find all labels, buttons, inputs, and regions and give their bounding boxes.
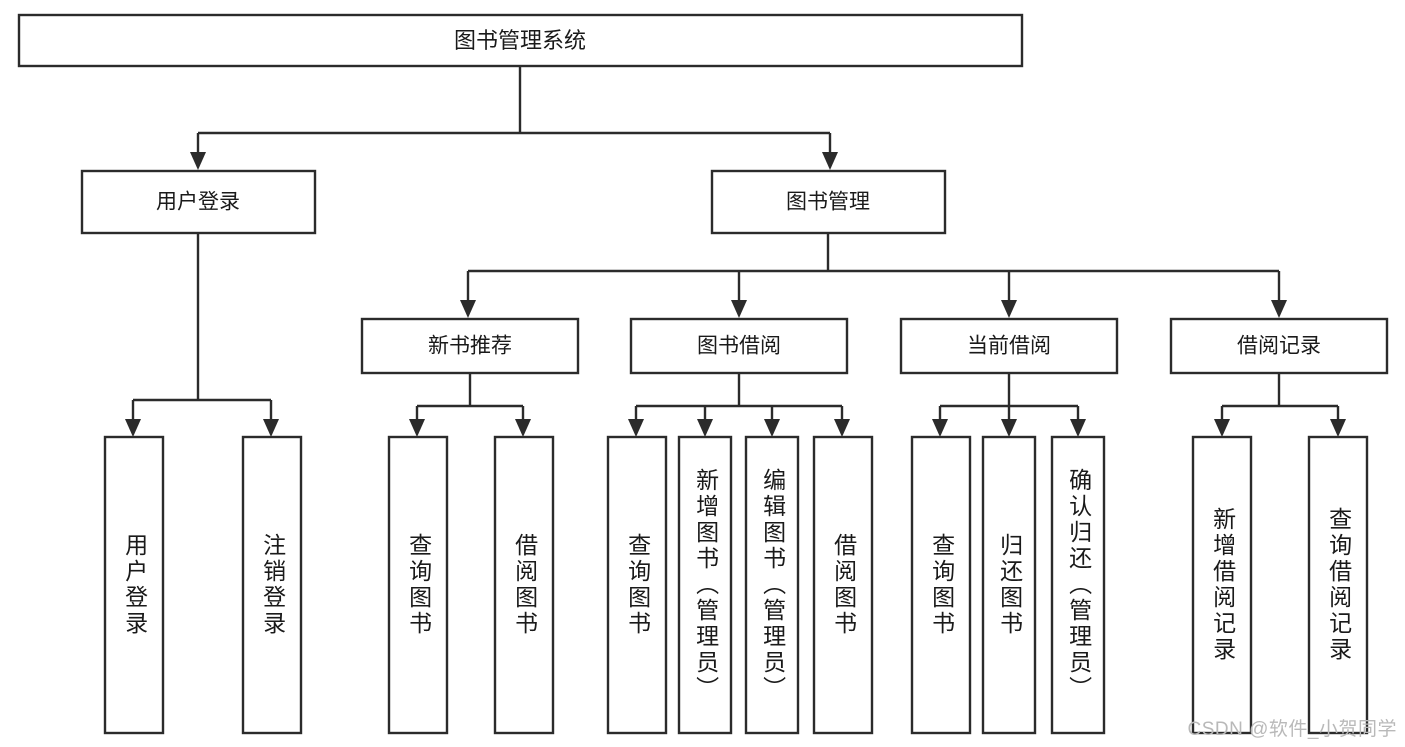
arrow-head-n4 xyxy=(1271,300,1287,318)
leaf-box-user-login-2[interactable] xyxy=(241,435,303,735)
node-user-login[interactable]: 用户登录 xyxy=(80,169,317,235)
node-root[interactable]: 图书管理系统 xyxy=(17,13,1024,68)
node-book-management-box[interactable] xyxy=(710,169,947,235)
arrow-head-current-leaf3 xyxy=(1070,419,1086,437)
arrow-head-records-leaf1 xyxy=(1214,419,1230,437)
arrow-head-n1 xyxy=(460,300,476,318)
node-book-management-label: 图书管理 xyxy=(786,191,870,214)
leaf-box-borrow-2[interactable] xyxy=(677,435,733,735)
arrow-head-recommend-leaf1 xyxy=(409,419,425,437)
arrow-head-current-leaf2 xyxy=(1001,419,1017,437)
arrow-head-n3 xyxy=(1001,300,1017,318)
node-current-borrow-label: 当前借阅 xyxy=(967,335,1051,358)
node-current-borrow-box[interactable] xyxy=(899,317,1119,375)
node-user-login-box[interactable] xyxy=(80,169,317,235)
arrow-head-recommend-leaf2 xyxy=(515,419,531,437)
csdn-watermark: CSDN @软件_小贺同学 xyxy=(1187,719,1397,740)
node-book-borrow-box[interactable] xyxy=(629,317,849,375)
node-borrow-records[interactable]: 借阅记录 xyxy=(1169,317,1389,375)
node-borrow-records-box[interactable] xyxy=(1169,317,1389,375)
node-book-borrow-label: 图书借阅 xyxy=(697,335,781,358)
arrow-head-records-leaf2 xyxy=(1330,419,1346,437)
node-new-book-recommend[interactable]: 新书推荐 xyxy=(360,317,580,375)
leaf-box-recommend-1[interactable] xyxy=(387,435,449,735)
arrow-head-bookmgmt xyxy=(822,152,838,170)
leaf-box-current-2[interactable] xyxy=(981,435,1037,735)
connector-group xyxy=(125,66,1346,437)
node-current-borrow[interactable]: 当前借阅 xyxy=(899,317,1119,375)
node-new-book-recommend-label: 新书推荐 xyxy=(428,335,512,358)
leaf-box-borrow-3[interactable] xyxy=(744,435,800,735)
arrow-head-login-leaf2 xyxy=(263,419,279,437)
leaf-box-user-login-1[interactable] xyxy=(103,435,165,735)
leaf-box-current-3[interactable] xyxy=(1050,435,1106,735)
leaf-box-records-2[interactable] xyxy=(1307,435,1369,735)
node-root-label: 图书管理系统 xyxy=(454,28,586,53)
node-book-management[interactable]: 图书管理 xyxy=(710,169,947,235)
arrow-head-login-leaf1 xyxy=(125,419,141,437)
arrow-head-n2 xyxy=(731,300,747,318)
node-book-borrow[interactable]: 图书借阅 xyxy=(629,317,849,375)
node-root-box[interactable] xyxy=(17,13,1024,68)
node-user-login-label: 用户登录 xyxy=(156,191,240,214)
leaf-box-borrow-4[interactable] xyxy=(812,435,874,735)
leaf-box-current-1[interactable] xyxy=(910,435,972,735)
arrow-head-borrow-leaf2 xyxy=(697,419,713,437)
node-new-book-recommend-box[interactable] xyxy=(360,317,580,375)
leaf-box-borrow-1[interactable] xyxy=(606,435,668,735)
arrow-head-borrow-leaf3 xyxy=(764,419,780,437)
leaf-box-recommend-2[interactable] xyxy=(493,435,555,735)
arrow-head-login xyxy=(190,152,206,170)
leaf-box-records-1[interactable] xyxy=(1191,435,1253,735)
arrow-head-borrow-leaf4 xyxy=(834,419,850,437)
node-borrow-records-label: 借阅记录 xyxy=(1237,335,1321,358)
arrow-head-current-leaf1 xyxy=(932,419,948,437)
arrow-head-borrow-leaf1 xyxy=(628,419,644,437)
